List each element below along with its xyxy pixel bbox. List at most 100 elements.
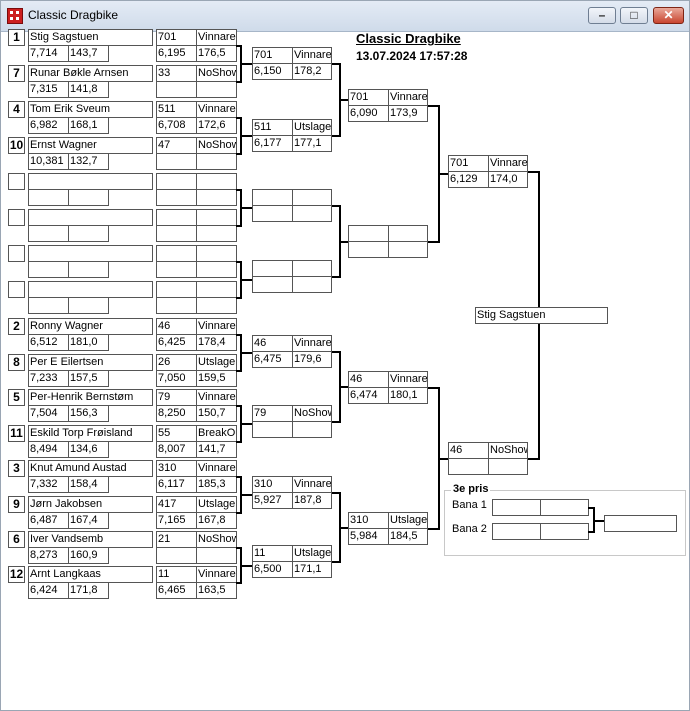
speed-field[interactable] <box>68 189 109 206</box>
result-status-field[interactable]: Utslagen <box>196 354 237 371</box>
speed-field[interactable]: 160,9 <box>68 547 109 564</box>
rider-name-field[interactable] <box>28 245 153 262</box>
result-status-field[interactable]: Vinnare <box>196 389 237 406</box>
winner-name-field[interactable]: Stig Sagstuen <box>475 307 608 324</box>
speed-field[interactable]: 132,7 <box>68 153 109 170</box>
elapsed-time-field[interactable] <box>156 81 197 98</box>
speed-field[interactable] <box>292 421 332 438</box>
speed-field[interactable]: 141,8 <box>68 81 109 98</box>
start-number-field[interactable]: 46 <box>348 371 389 388</box>
result-status-field[interactable] <box>292 260 332 277</box>
rider-name-field[interactable]: Ernst Wagner <box>28 137 153 154</box>
speed-field[interactable]: 167,4 <box>68 512 109 529</box>
result-status-field[interactable]: Vinnare <box>196 460 237 477</box>
speed-field[interactable] <box>196 225 237 242</box>
elapsed-time-field[interactable]: 6,424 <box>28 582 69 599</box>
speed-field[interactable] <box>388 241 428 258</box>
speed-field[interactable] <box>196 297 237 314</box>
close-button[interactable]: ✕ <box>653 7 684 24</box>
speed-field[interactable] <box>196 189 237 206</box>
start-number-field[interactable]: 310 <box>348 512 389 529</box>
elapsed-time-field[interactable] <box>348 241 389 258</box>
result-status-field[interactable]: NoShow <box>488 442 528 459</box>
result-status-field[interactable]: Vinnare <box>388 371 428 388</box>
start-number-field[interactable]: 701 <box>348 89 389 106</box>
speed-field[interactable]: 171,1 <box>292 561 332 578</box>
start-number-field[interactable] <box>156 245 197 262</box>
speed-field[interactable]: 163,5 <box>196 582 237 599</box>
start-number-field[interactable] <box>252 260 293 277</box>
maximize-button[interactable]: □ <box>620 7 648 24</box>
start-number-field[interactable]: 701 <box>156 29 197 46</box>
result-status-field[interactable]: Vinnare <box>196 101 237 118</box>
speed-field[interactable]: 177,1 <box>292 135 332 152</box>
speed-field[interactable]: 181,0 <box>68 334 109 351</box>
elapsed-time-field[interactable] <box>252 421 293 438</box>
start-number-field[interactable]: 701 <box>448 155 489 172</box>
elapsed-time-field[interactable] <box>28 261 69 278</box>
elapsed-time-field[interactable]: 10,381 <box>28 153 69 170</box>
result-status-field[interactable]: Vinnare <box>292 47 332 64</box>
speed-field[interactable]: 150,7 <box>196 405 237 422</box>
minimize-button[interactable]: – <box>588 7 616 24</box>
start-number-field[interactable] <box>156 173 197 190</box>
result-status-field[interactable]: Utslagen <box>196 496 237 513</box>
result-status-field[interactable]: BreakOut <box>196 425 237 442</box>
elapsed-time-field[interactable] <box>252 205 293 222</box>
elapsed-time-field[interactable]: 6,708 <box>156 117 197 134</box>
elapsed-time-field[interactable]: 6,177 <box>252 135 293 152</box>
speed-field[interactable]: 187,8 <box>292 492 332 509</box>
third-place-lane2-result[interactable] <box>540 523 589 540</box>
elapsed-time-field[interactable] <box>28 297 69 314</box>
speed-field[interactable] <box>196 261 237 278</box>
start-number-field[interactable]: 46 <box>252 335 293 352</box>
speed-field[interactable]: 185,3 <box>196 476 237 493</box>
result-status-field[interactable] <box>292 189 332 206</box>
third-place-lane2-number[interactable] <box>492 523 541 540</box>
elapsed-time-field[interactable]: 6,475 <box>252 351 293 368</box>
speed-field[interactable] <box>196 547 237 564</box>
start-number-field[interactable]: 701 <box>252 47 293 64</box>
speed-field[interactable]: 157,5 <box>68 370 109 387</box>
start-number-field[interactable] <box>156 281 197 298</box>
rider-name-field[interactable] <box>28 281 153 298</box>
speed-field[interactable]: 143,7 <box>68 45 109 62</box>
elapsed-time-field[interactable] <box>252 276 293 293</box>
rider-name-field[interactable] <box>28 173 153 190</box>
start-number-field[interactable]: 417 <box>156 496 197 513</box>
speed-field[interactable]: 178,2 <box>292 63 332 80</box>
result-status-field[interactable] <box>196 209 237 226</box>
elapsed-time-field[interactable]: 6,117 <box>156 476 197 493</box>
speed-field[interactable] <box>68 225 109 242</box>
elapsed-time-field[interactable]: 6,474 <box>348 387 389 404</box>
result-status-field[interactable]: Vinnare <box>196 318 237 335</box>
start-number-field[interactable]: 511 <box>156 101 197 118</box>
start-number-field[interactable]: 11 <box>156 566 197 583</box>
result-status-field[interactable]: Utslagen <box>388 512 428 529</box>
speed-field[interactable] <box>68 297 109 314</box>
third-place-winner-field[interactable] <box>604 515 677 532</box>
speed-field[interactable] <box>292 276 332 293</box>
rider-name-field[interactable]: Per E Eilertsen <box>28 354 153 371</box>
start-number-field[interactable] <box>156 209 197 226</box>
speed-field[interactable]: 134,6 <box>68 441 109 458</box>
elapsed-time-field[interactable]: 6,150 <box>252 63 293 80</box>
result-status-field[interactable] <box>196 173 237 190</box>
elapsed-time-field[interactable]: 6,090 <box>348 105 389 122</box>
elapsed-time-field[interactable]: 6,465 <box>156 582 197 599</box>
result-status-field[interactable] <box>196 245 237 262</box>
rider-name-field[interactable]: Stig Sagstuen <box>28 29 153 46</box>
speed-field[interactable]: 178,4 <box>196 334 237 351</box>
elapsed-time-field[interactable]: 5,927 <box>252 492 293 509</box>
start-number-field[interactable]: 46 <box>448 442 489 459</box>
result-status-field[interactable]: Vinnare <box>292 476 332 493</box>
rider-name-field[interactable]: Arnt Langkaas <box>28 566 153 583</box>
start-number-field[interactable]: 79 <box>252 405 293 422</box>
start-number-field[interactable] <box>252 189 293 206</box>
result-status-field[interactable]: Vinnare <box>196 566 237 583</box>
elapsed-time-field[interactable]: 7,332 <box>28 476 69 493</box>
start-number-field[interactable]: 55 <box>156 425 197 442</box>
rider-name-field[interactable]: Runar Bøkle Arnsen <box>28 65 153 82</box>
speed-field[interactable]: 141,7 <box>196 441 237 458</box>
elapsed-time-field[interactable] <box>156 225 197 242</box>
